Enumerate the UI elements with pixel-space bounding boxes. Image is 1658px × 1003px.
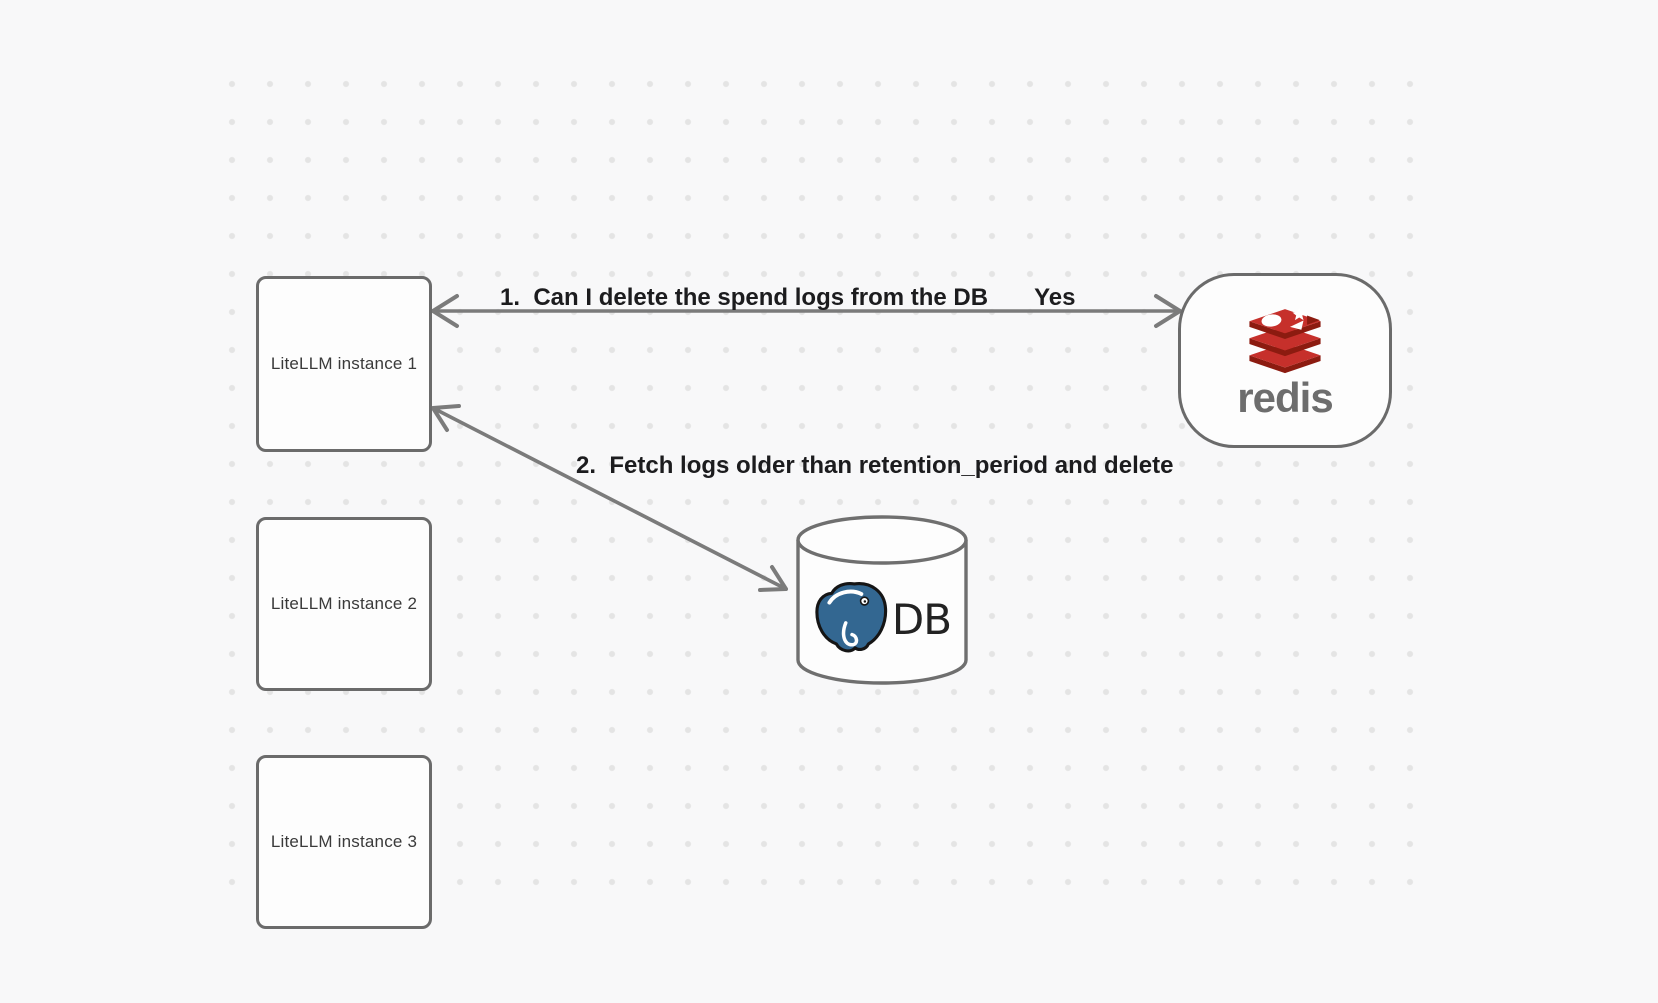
redis-logo-icon [1249, 307, 1321, 374]
database-label: DB [891, 594, 952, 644]
arrow1-answer-label: Yes [1034, 284, 1076, 311]
arrow2-annotation: 2. Fetch logs older than retention_perio… [576, 452, 1173, 481]
arrow2-label: 2. Fetch logs older than retention_perio… [576, 452, 1174, 479]
node-litellm-instance-2[interactable]: LiteLLM instance 2 [256, 517, 432, 691]
node-label: LiteLLM instance 1 [270, 354, 418, 373]
redis-wordmark: redis [1237, 374, 1333, 421]
database-content: DB [800, 572, 964, 666]
arrow1-question-label: 1. Can I delete the spend logs from the … [500, 284, 989, 311]
node-label: LiteLLM instance 3 [270, 832, 418, 851]
node-litellm-instance-3[interactable]: LiteLLM instance 3 [256, 755, 432, 929]
node-litellm-instance-1[interactable]: LiteLLM instance 1 [256, 276, 432, 452]
node-label: LiteLLM instance 2 [270, 594, 418, 613]
arrow-instance1-db[interactable] [431, 404, 788, 592]
postgresql-elephant-icon [815, 582, 888, 653]
node-redis[interactable]: redis [1178, 273, 1392, 448]
arrow1-annotation: 1. Can I delete the spend logs from the … [500, 284, 1075, 313]
